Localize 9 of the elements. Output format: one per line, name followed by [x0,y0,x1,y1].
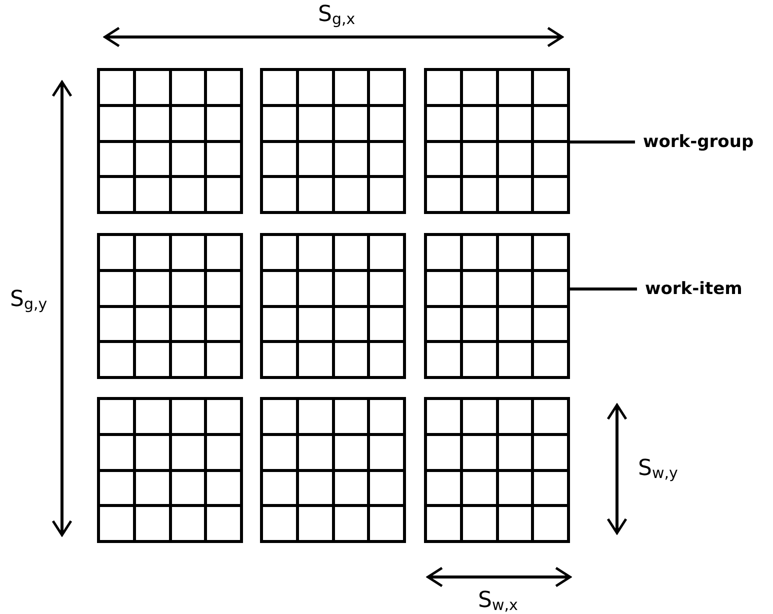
callout-label: work-item [645,279,742,299]
dimension-label: S$_{g,x}$ [318,2,356,30]
dimension-label: S$_{w,y}$ [638,456,678,484]
work-group-grid [424,68,570,214]
callout-label: work-group [643,132,754,152]
work-item-square [534,272,567,304]
leader-line [570,140,635,144]
dimension-label: S$_{w,x}$ [478,588,518,614]
dimension-label: S$_{g,y}$ [10,287,48,315]
